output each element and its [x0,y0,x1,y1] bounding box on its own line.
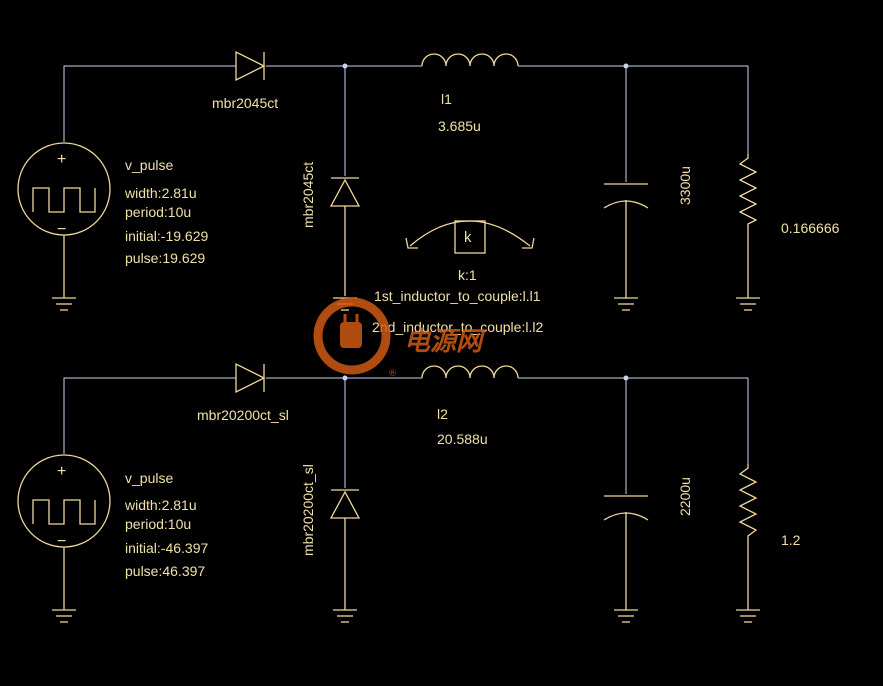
bottom-wires [63,375,749,494]
bottom-source-period: period:10u [125,516,191,532]
bottom-ground-capacitor [614,609,638,623]
top-wires [63,63,749,182]
top-resistor [738,154,758,298]
top-source-initial: initial:-19.629 [125,228,208,244]
bottom-pulse-source: + − [17,454,111,610]
bottom-inductor-value: 20.588u [437,431,488,447]
bottom-source-name: v_pulse [125,470,173,486]
top-ground-resistor [736,297,760,311]
bottom-ground-resistor [736,609,760,623]
bottom-inductor-name: l2 [437,406,448,422]
top-capacitor-value: 3300u [677,166,693,205]
bottom-source-wire [63,377,236,454]
coupling-first: 1st_inductor_to_couple:l.l1 [374,288,541,304]
top-ground-source [52,297,76,311]
coupling-arrow-right [522,237,535,249]
top-capacitor [603,183,649,298]
watermark-logo: 电源网 ® [313,297,486,379]
coupling-value: k:1 [458,267,477,283]
bottom-source-minus: − [57,533,66,550]
top-freewheel-label: mbr2045ct [300,162,316,228]
top-source-wire [63,65,236,142]
bottom-junction-dot-2 [623,375,629,381]
top-source-plus: + [57,151,66,168]
top-resistor-value: 0.166666 [781,220,840,236]
bottom-ground-source [52,609,76,623]
top-inductor-name: l1 [441,91,452,107]
bottom-resistor [738,464,758,610]
coupling-second: 2nd_inductor_to_couple:l.l2 [372,319,543,335]
bottom-source-initial: initial:-46.397 [125,540,208,556]
bottom-capacitor-value: 2200u [677,477,693,516]
bottom-freewheel-diode [329,489,361,610]
top-diode-label: mbr2045ct [212,95,278,111]
bottom-source-plus: + [57,463,66,480]
watermark-text: 电源网 [404,327,486,357]
top-source-width: width:2.81u [124,185,197,201]
bottom-freewheel-label: mbr20200ct_sl [300,464,316,556]
top-source-minus: − [57,221,66,238]
bottom-capacitor [603,495,649,610]
top-junction-dot [342,63,348,69]
top-diode [235,50,266,82]
top-circuit: mbr2045ct l1 3.685u mbr2045ct 3300u 0.16… [17,50,840,311]
coupling-symbol: k [464,229,472,246]
bottom-diode [235,362,266,394]
bottom-circuit: mbr20200ct_sl l2 20.588u mbr20200ct_sl 2… [17,362,801,623]
top-inductor-value: 3.685u [438,118,481,134]
bottom-source-pulse: pulse:46.397 [125,563,205,579]
bottom-ground-diode [333,609,357,623]
bottom-source-width: width:2.81u [124,497,197,513]
bottom-resistor-value: 1.2 [781,532,801,548]
top-source-period: period:10u [125,204,191,220]
top-junction-dot-2 [623,63,629,69]
top-source-name: v_pulse [125,157,173,173]
bottom-inductor [421,365,519,379]
top-inductor [421,53,519,67]
coupling-box [454,220,486,254]
top-ground-capacitor [614,297,638,311]
coupling-element: k k:1 1st_inductor_to_couple:l.l1 2nd_in… [372,220,543,335]
watermark-reg: ® [388,369,397,379]
top-pulse-source: + − [17,142,111,298]
coupling-arrow-left [405,237,418,249]
top-source-pulse: pulse:19.629 [125,250,205,266]
bottom-diode-label: mbr20200ct_sl [197,407,289,423]
bottom-junction-dot [342,375,348,381]
top-freewheel-diode [329,177,361,296]
